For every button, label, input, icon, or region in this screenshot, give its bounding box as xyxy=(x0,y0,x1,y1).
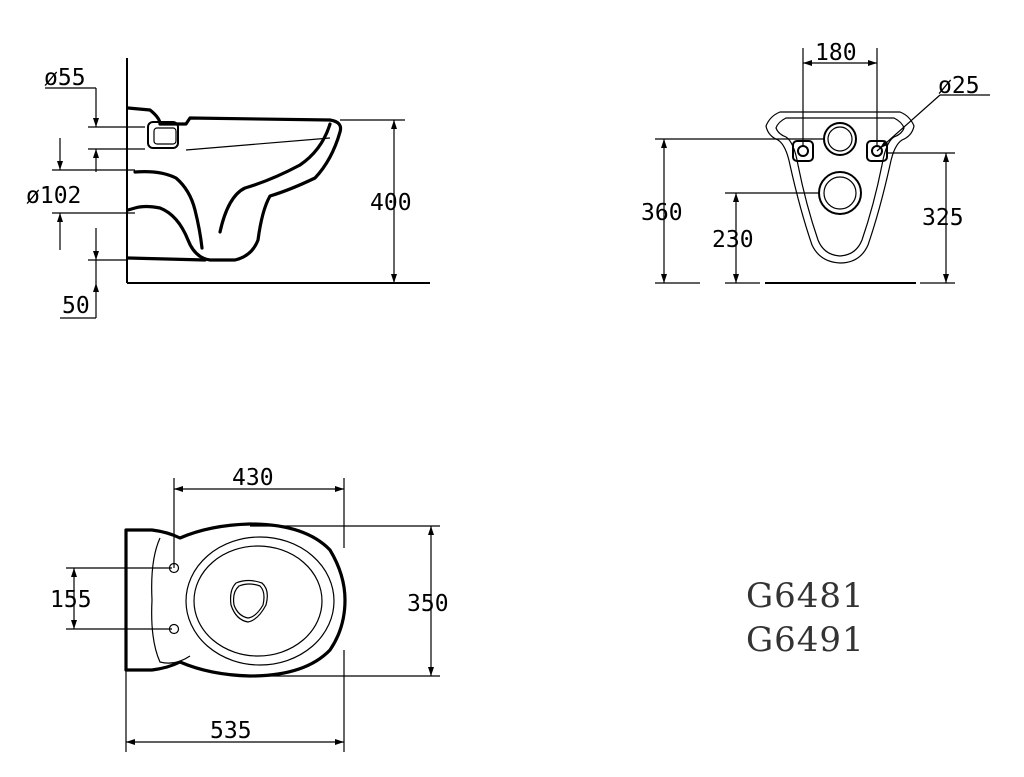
arrowhead xyxy=(126,739,135,745)
dim-label-height: 400 xyxy=(370,190,412,216)
arrowhead xyxy=(391,274,397,283)
arrowhead xyxy=(803,60,812,66)
bolt-hole-left-circle xyxy=(797,145,809,157)
dim-label-bolt-spacing-top: 155 xyxy=(50,587,92,613)
rear-view: 180 ø25 360 230 325 xyxy=(641,40,990,284)
dim-label-outlet-height: 230 xyxy=(712,227,754,253)
drain-opening xyxy=(229,579,268,623)
rear-outline-inner xyxy=(775,117,905,257)
inlet-hole-inner xyxy=(827,126,853,152)
arrowhead xyxy=(57,161,63,170)
top-outline xyxy=(124,522,347,678)
arrowhead xyxy=(335,486,344,492)
arrowhead xyxy=(57,213,63,222)
arrowhead xyxy=(93,118,99,127)
dim-label-outlet-diameter: ø102 xyxy=(26,183,81,209)
dim-label-bowl-length: 430 xyxy=(232,465,274,491)
dim-label-width: 350 xyxy=(407,591,449,617)
dim-label-bolt-height: 325 xyxy=(922,205,964,231)
rim-line xyxy=(185,137,331,151)
bowl-inner xyxy=(193,545,323,657)
dim-25-leader xyxy=(876,94,941,152)
dim-label-inlet-height: 360 xyxy=(641,200,683,226)
arrowhead xyxy=(174,486,183,492)
top-view: 430 535 350 155 xyxy=(50,465,449,752)
rear-outline xyxy=(765,111,915,264)
dim-label-bolt-diameter: ø25 xyxy=(938,73,980,99)
arrowhead xyxy=(880,140,888,148)
toilet-bowl-inner xyxy=(218,122,332,234)
model-number-2: G6491 xyxy=(746,620,865,660)
dim-label-depth: 535 xyxy=(210,718,252,744)
outlet-hole xyxy=(818,171,862,215)
arrowhead xyxy=(661,274,667,283)
outlet-hole-inner xyxy=(823,176,857,210)
bolt-hole-right-circle xyxy=(871,145,883,157)
dim-label-inlet-diameter: ø55 xyxy=(44,65,86,91)
top-seat-line xyxy=(151,537,191,664)
arrowhead xyxy=(733,274,739,283)
arrowhead xyxy=(943,153,949,162)
arrowhead xyxy=(661,139,667,148)
inlet-connector-inner xyxy=(153,127,177,145)
arrowhead xyxy=(93,251,99,260)
arrowhead xyxy=(428,667,434,676)
arrowhead xyxy=(733,193,739,202)
inlet-connector xyxy=(147,121,179,149)
model-number-1: G6481 xyxy=(746,576,865,616)
arrowhead xyxy=(93,283,99,292)
arrowhead xyxy=(71,620,77,629)
toilet-side-outline xyxy=(126,106,343,262)
dim-label-bolt-spacing: 180 xyxy=(815,40,857,66)
bowl-rim xyxy=(185,536,335,666)
inlet-hole xyxy=(823,122,857,156)
arrowhead xyxy=(391,120,397,129)
side-view: ø55 ø102 50 400 xyxy=(26,58,430,319)
arrowhead xyxy=(943,274,949,283)
toilet-base xyxy=(126,256,207,262)
drain-opening-inner xyxy=(232,583,265,619)
arrowhead xyxy=(335,739,344,745)
toilet-trap-inner xyxy=(133,170,204,250)
arrowhead xyxy=(868,60,877,66)
arrowhead xyxy=(93,149,99,158)
dim-label-floor-offset: 50 xyxy=(62,293,90,319)
arrowhead xyxy=(71,568,77,577)
arrowhead xyxy=(428,526,434,535)
